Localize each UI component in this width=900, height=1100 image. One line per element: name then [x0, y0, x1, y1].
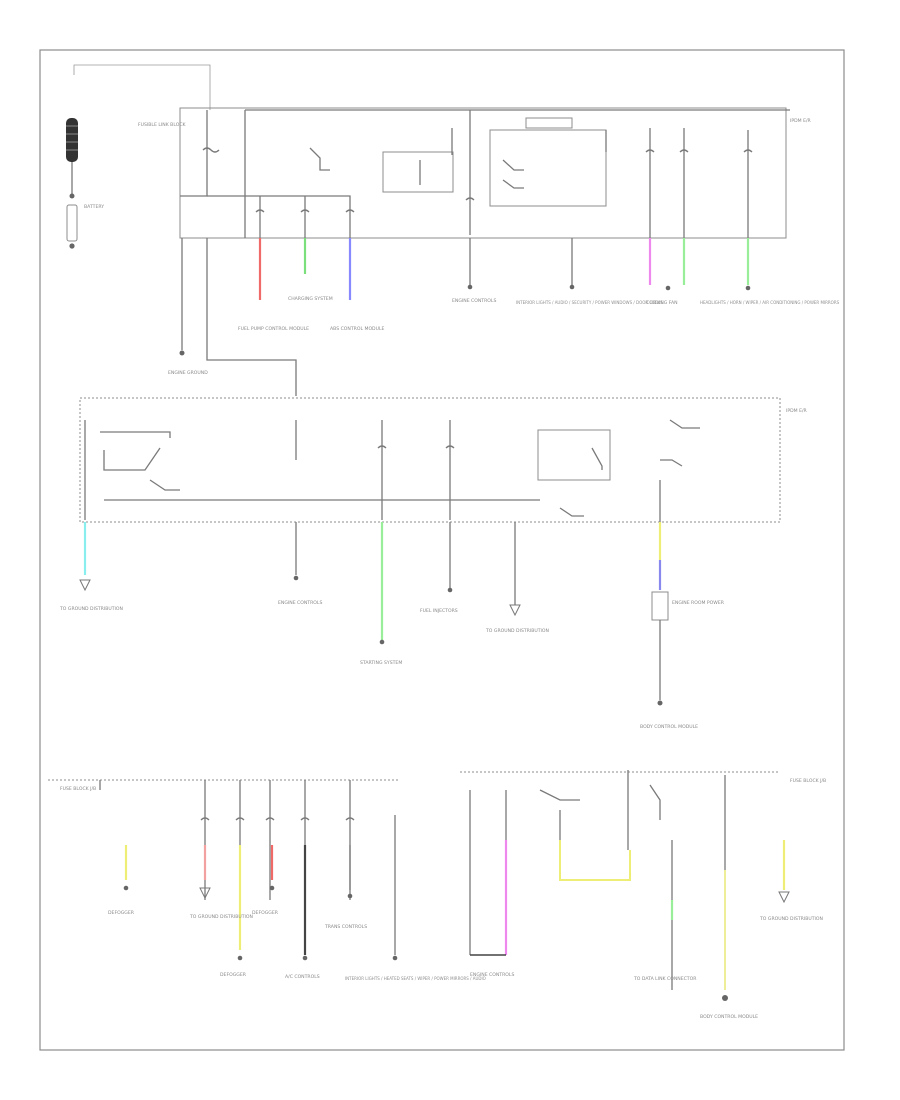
mid-dest-1: ENGINE CONTROLS: [278, 600, 322, 606]
bot-dest-7: ENGINE CONTROLS: [470, 972, 514, 978]
diagram-frame: [39, 49, 845, 1051]
top-dest-2: CHARGING SYSTEM: [288, 296, 333, 302]
bot-dest-4: A/C CONTROLS: [285, 974, 320, 980]
top-dest-6: COOLING FAN: [646, 300, 678, 306]
battery-icon: [66, 118, 78, 249]
top-dest-5: INTERIOR LIGHTS / AUDIO / SECURITY / POW…: [516, 300, 663, 305]
top-dest-3: ABS CONTROL MODULE: [330, 326, 385, 332]
bot-dest-1: TO GROUND DISTRIBUTION: [189, 914, 253, 920]
middle-panel: IPDM E/R TO GROUND DISTRIBU: [59, 397, 808, 730]
ipdm-box: [79, 397, 781, 523]
mid-dest-2: STARTING SYSTEM: [360, 660, 402, 666]
bot-dest-10: TO GROUND DISTRIBUTION: [759, 916, 823, 922]
jb-right-label: FUSE BLOCK J/B: [790, 778, 826, 784]
bot-dest-9: BODY CONTROL MODULE: [700, 1014, 758, 1020]
top-dest-1: FUEL PUMP CONTROL MODULE: [238, 326, 309, 332]
battery-label: BATTERY: [84, 204, 104, 210]
mid-dest-6: BODY CONTROL MODULE: [640, 724, 698, 730]
bot-dest-3: DEFOGGER: [252, 910, 279, 916]
ipdm-mid-label: IPDM E/R: [786, 408, 808, 414]
bot-dest-8: TO DATA LINK CONNECTOR: [633, 976, 697, 982]
top-dest-0: ENGINE GROUND: [168, 370, 208, 376]
mid-dest-0: TO GROUND DISTRIBUTION: [59, 606, 123, 612]
ipdm-top-label: IPDM E/R: [790, 118, 812, 124]
bot-dest-5: TRANS CONTROLS: [324, 924, 367, 930]
top-dest-7: HEADLIGHTS / HORN / WIPER / AIR CONDITIO…: [700, 300, 840, 305]
mid-dest-3: FUEL INJECTORS: [420, 608, 458, 614]
bot-dest-0: DEFOGGER: [108, 910, 135, 916]
jb-left-label: FUSE BLOCK J/B: [60, 786, 96, 792]
bot-dest-2: DEFOGGER: [220, 972, 247, 978]
top-dest-4: ENGINE CONTROLS: [452, 298, 496, 304]
mid-dest-5: ENGINE ROOM POWER: [672, 600, 725, 606]
bottom-panel: FUSE BLOCK J/B FUSE BLOCK J/B: [48, 770, 826, 1020]
bot-dest-6: INTERIOR LIGHTS / HEATED SEATS / WIPER /…: [345, 976, 486, 981]
mid-dest-4: TO GROUND DISTRIBUTION: [485, 628, 549, 634]
fusible-link-block-box: [179, 107, 787, 239]
fusible-link-label: FUSIBLE LINK BLOCK: [138, 122, 187, 128]
top-panel: BATTERY FUSIBLE LINK BLOCK IPDM E/R: [66, 64, 840, 396]
